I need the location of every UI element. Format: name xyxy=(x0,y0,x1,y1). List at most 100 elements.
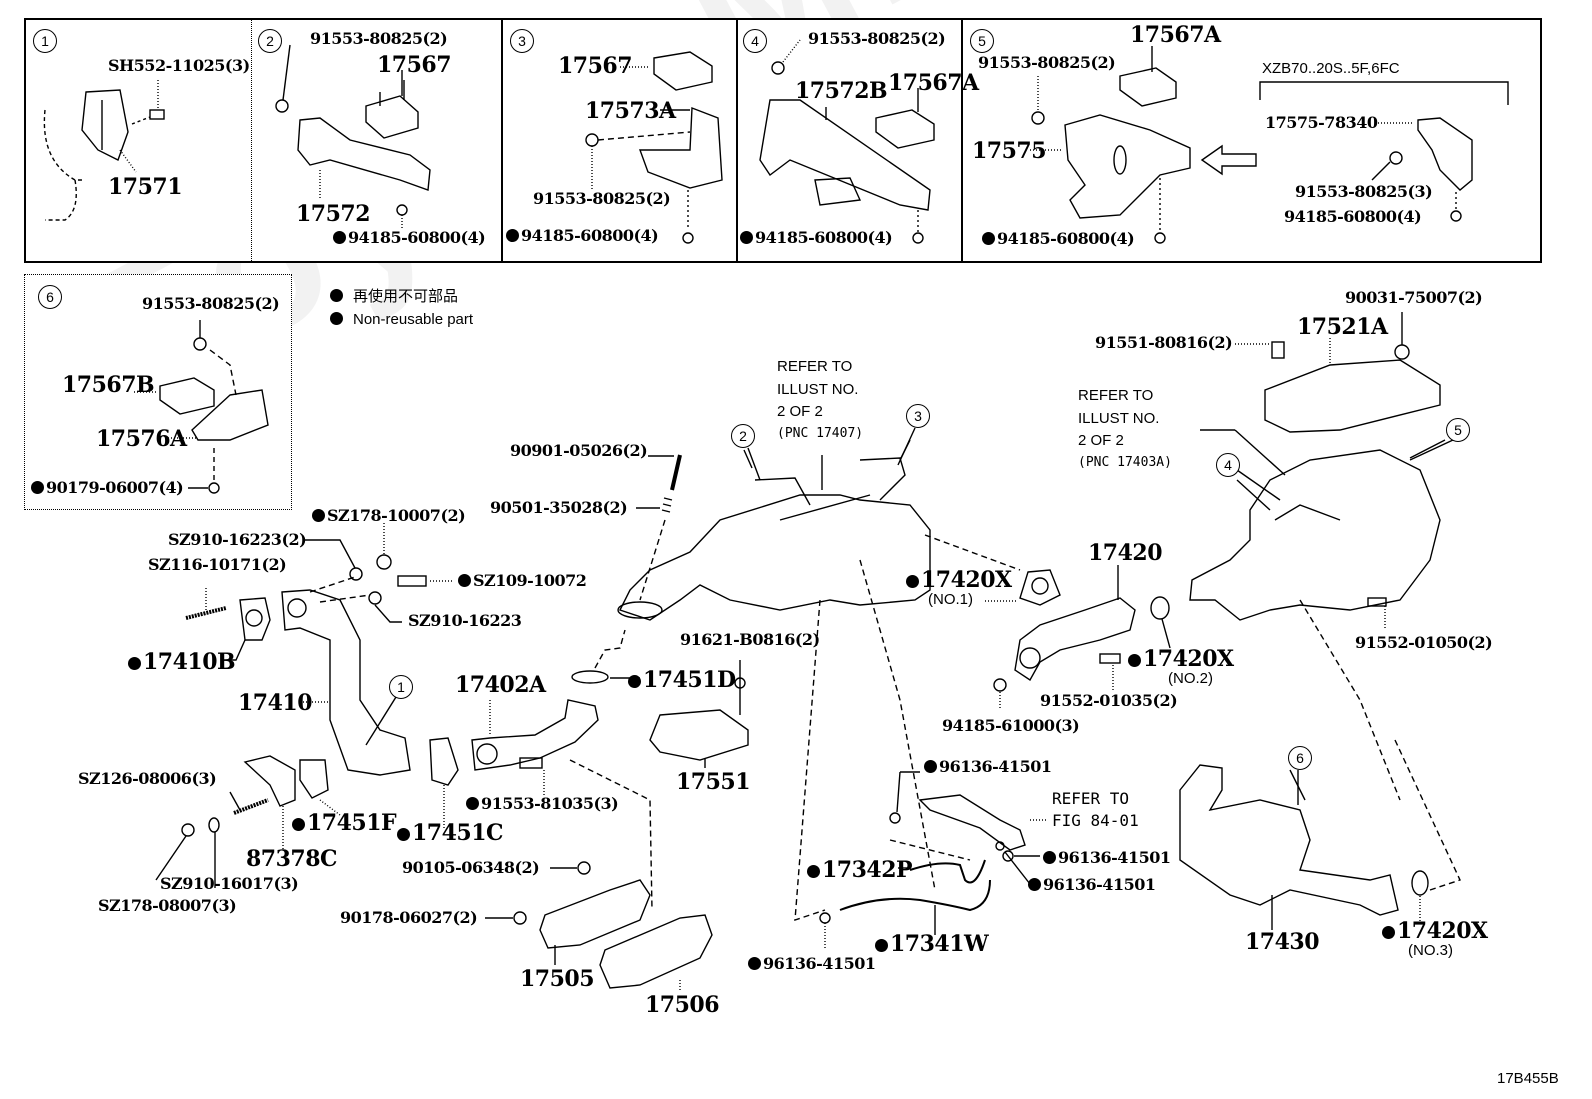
part-label[interactable]: 90501-35028(2) xyxy=(490,498,628,517)
part-label[interactable]: 17567B xyxy=(62,372,155,398)
callout-5: 5 xyxy=(970,29,994,53)
mount-17567a xyxy=(875,109,935,149)
bracket-17571 xyxy=(81,89,129,161)
mount-17567b xyxy=(159,377,215,415)
part-label[interactable]: 17402A xyxy=(455,672,546,698)
part-label-non-reusable[interactable]: 17451C xyxy=(397,822,504,844)
part-label[interactable]: 17521A xyxy=(1297,314,1388,340)
part-label-non-reusable[interactable]: 17410B xyxy=(128,651,236,673)
non-reusable-dot-icon xyxy=(1382,926,1395,939)
part-label-non-reusable[interactable]: 94185-60800(4) xyxy=(506,228,659,244)
part-label-non-reusable[interactable]: 96136-41501 xyxy=(748,956,876,972)
part-label[interactable]: 91553-80825(2) xyxy=(808,29,946,48)
part-label[interactable]: SZ910-16223 xyxy=(408,611,522,630)
catalytic-converter-17403a xyxy=(1189,449,1441,621)
part-label[interactable]: 17571 xyxy=(108,174,183,200)
part-label[interactable]: 91551-80816(2) xyxy=(1095,333,1233,352)
part-label[interactable]: 17506 xyxy=(645,992,720,1018)
part-label[interactable]: SZ116-10171(2) xyxy=(148,555,287,574)
non-reusable-dot-icon xyxy=(292,818,305,831)
part-label[interactable]: 94185-61000(3) xyxy=(942,716,1080,735)
part-label-non-reusable[interactable]: 17341W xyxy=(875,933,989,955)
part-label[interactable]: SZ910-16223(2) xyxy=(168,530,307,549)
gasket-17420x-no1 xyxy=(1019,569,1061,606)
muffler-17430 xyxy=(1179,764,1399,916)
variant-bracket xyxy=(1259,81,1509,105)
part-label[interactable]: SZ126-08006(3) xyxy=(78,769,217,788)
part-label-non-reusable[interactable]: 17420X xyxy=(906,569,1012,591)
diagram-code: 17B455B xyxy=(1497,1070,1559,1087)
part-label[interactable]: 17505 xyxy=(520,966,595,992)
non-reusable-dot-icon xyxy=(312,509,325,522)
part-label-non-reusable[interactable]: 96136-41501 xyxy=(924,759,1052,775)
part-label[interactable]: 17573A xyxy=(585,98,676,124)
catalytic-converter-17407 xyxy=(619,494,931,621)
part-label[interactable]: SZ910-16017(3) xyxy=(160,874,299,893)
part-label[interactable]: 17567A xyxy=(1130,22,1221,48)
part-label[interactable]: 17420 xyxy=(1088,540,1163,566)
bolt-icon xyxy=(149,109,165,120)
non-reusable-dot-icon xyxy=(807,865,820,878)
callout-6: 6 xyxy=(38,285,62,309)
bracket-refer-84-01 xyxy=(918,794,1026,851)
divider xyxy=(251,20,252,261)
divider xyxy=(961,20,963,261)
part-label[interactable]: 91553-80825(2) xyxy=(533,189,671,208)
part-label[interactable]: 17572 xyxy=(296,201,371,227)
part-label[interactable]: 90178-06027(2) xyxy=(340,908,478,927)
part-label[interactable]: 90901-05026(2) xyxy=(510,441,648,460)
part-label[interactable]: 91552-01050(2) xyxy=(1355,633,1493,652)
part-label-non-reusable[interactable]: 90179-06007(4) xyxy=(31,480,184,496)
callout-6: 6 xyxy=(1288,746,1312,770)
part-label-non-reusable[interactable]: SZ109-10072 xyxy=(458,573,587,589)
part-label-non-reusable[interactable]: 96136-41501 xyxy=(1028,877,1156,893)
gasket-17451c xyxy=(429,737,459,786)
part-label[interactable]: SH552-11025(3) xyxy=(108,56,250,75)
part-label[interactable]: 87378C xyxy=(246,846,338,872)
part-label[interactable]: 17567 xyxy=(377,52,452,78)
non-reusable-dot-icon xyxy=(628,675,641,688)
non-reusable-dot-icon xyxy=(982,232,995,245)
part-label-non-reusable[interactable]: 94185-60800(4) xyxy=(333,230,486,246)
bolt-icon xyxy=(397,575,427,587)
part-label-non-reusable[interactable]: 17420X xyxy=(1382,920,1488,942)
part-label[interactable]: 17430 xyxy=(1245,929,1320,955)
part-label[interactable]: 17575-78340 xyxy=(1265,113,1378,132)
refer-note-fig-84-01: REFER TO FIG 84-01 xyxy=(1052,789,1139,830)
part-label-non-reusable[interactable]: 94185-60800(4) xyxy=(740,230,893,246)
part-label[interactable]: 17410 xyxy=(238,690,313,716)
divider xyxy=(736,20,738,261)
part-label[interactable]: 17567A xyxy=(888,70,979,96)
part-label[interactable]: 91621-B0816(2) xyxy=(680,630,820,649)
part-label[interactable]: 17575 xyxy=(972,138,1047,164)
part-label-non-reusable[interactable]: 17451F xyxy=(292,812,397,834)
part-label[interactable]: 17567 xyxy=(558,53,633,79)
hose-17341w xyxy=(839,879,991,912)
bracket-17572 xyxy=(297,117,431,191)
hose-17342p xyxy=(909,859,986,884)
part-label[interactable]: 91553-80825(2) xyxy=(310,29,448,48)
part-label[interactable]: 17551 xyxy=(676,769,751,795)
part-label[interactable]: 91553-80825(2) xyxy=(142,294,280,313)
refer-note-pnc-17407: REFER TO ILLUST NO. 2 OF 2 (PNC 17407) xyxy=(777,358,864,441)
part-label-non-reusable[interactable]: 94185-60800(4) xyxy=(982,231,1135,247)
part-label-non-reusable[interactable]: 17451D xyxy=(628,669,736,691)
part-label[interactable]: 90031-75007(2) xyxy=(1345,288,1483,307)
part-label[interactable]: 94185-60800(4) xyxy=(1284,207,1422,226)
part-label-non-reusable[interactable]: 96136-41501 xyxy=(1043,850,1171,866)
non-reusable-dot-icon xyxy=(458,574,471,587)
part-label[interactable]: 91552-01035(2) xyxy=(1040,691,1178,710)
gasket-17420x-no2 xyxy=(1150,596,1170,620)
part-label-non-reusable[interactable]: 17342P xyxy=(807,859,913,881)
part-label[interactable]: 91553-80825(3) xyxy=(1295,182,1433,201)
part-label[interactable]: 90105-06348(2) xyxy=(402,858,540,877)
mount-17567a xyxy=(1119,67,1177,107)
part-label[interactable]: 17572B xyxy=(795,78,888,104)
part-label[interactable]: SZ178-08007(3) xyxy=(98,896,237,915)
part-label[interactable]: 17576A xyxy=(96,426,187,452)
part-label[interactable]: 91553-80825(2) xyxy=(978,53,1116,72)
part-label-non-reusable[interactable]: SZ178-10007(2) xyxy=(312,508,466,524)
part-label-non-reusable[interactable]: 91553-81035(3) xyxy=(466,796,619,812)
part-label-non-reusable[interactable]: 17420X xyxy=(1128,648,1234,670)
